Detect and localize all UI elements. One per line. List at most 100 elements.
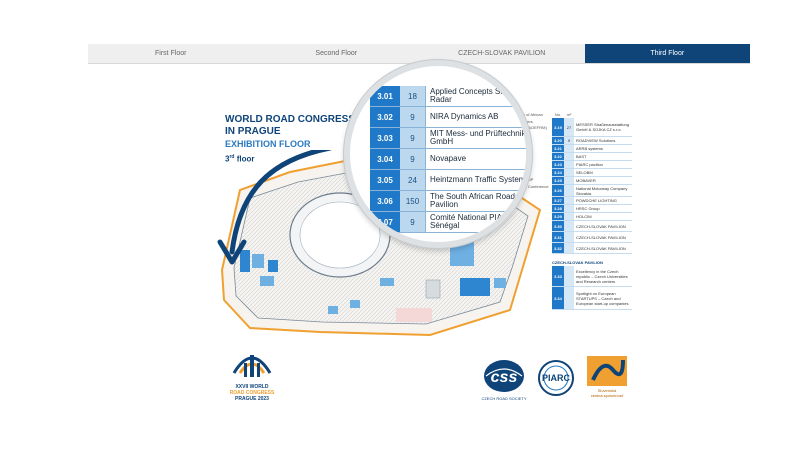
booth bbox=[494, 278, 506, 288]
booth-size: 9 bbox=[400, 128, 426, 148]
exhibitor-name: MOBAVER bbox=[576, 178, 596, 183]
booth-code: 3.06 bbox=[370, 191, 400, 211]
booth bbox=[260, 276, 274, 286]
piarc-wordmark: PIARC bbox=[541, 373, 570, 383]
exhibitor-name: Novapave bbox=[426, 149, 526, 169]
booth-size bbox=[564, 169, 574, 176]
exhibitor-name: Heintzmann Traffic Systems bbox=[426, 170, 526, 190]
booth-code: 3.20 bbox=[552, 137, 564, 144]
exhibitor-name: Spotlight on European STARTUPS – Czech a… bbox=[576, 290, 629, 306]
table-header: No. m² bbox=[552, 112, 632, 118]
exhibitor-name: Excellency in the Czech republic – Czech… bbox=[576, 268, 628, 284]
booth-code: 3.07 bbox=[370, 212, 400, 232]
exhibitor-name: Comité National PIARC Sénégal bbox=[426, 212, 526, 232]
booth bbox=[268, 260, 278, 272]
booth bbox=[350, 300, 360, 308]
booth-code: 3.32 bbox=[552, 243, 564, 253]
congress-title: WORLD ROAD CONGRESS IN PRAGUE bbox=[225, 114, 375, 138]
ssc-line-2: cestná spoločnosť bbox=[590, 393, 624, 398]
svg-text:css: css bbox=[491, 369, 518, 386]
booth-size: 18 bbox=[400, 86, 426, 106]
booth-size bbox=[564, 161, 574, 168]
partial-item: ration of African bbox=[515, 112, 543, 117]
table-row: 3.24 SELOBM bbox=[552, 169, 632, 177]
booth bbox=[460, 278, 490, 296]
wrc-line-3: PRAGUE 2023 bbox=[235, 396, 269, 402]
tab-third-floor[interactable]: Third Floor bbox=[584, 44, 750, 63]
booth-code: 3.23 bbox=[552, 161, 564, 168]
booth-size bbox=[564, 287, 574, 309]
booth-size bbox=[564, 213, 574, 220]
exhibitor-name: HOLCIM bbox=[576, 214, 592, 219]
exhibitor-name: BAST bbox=[576, 154, 587, 159]
exhibitor-name: The South African Roads Pavilion bbox=[426, 191, 526, 211]
booth bbox=[240, 250, 250, 272]
exhibitor-name: CZECH-SLOVAK PAVILION bbox=[576, 245, 626, 251]
css-caption: CZECH ROAD SOCIETY bbox=[481, 396, 527, 401]
tab-czech-slovak-pavilion[interactable]: CZECH-SLOVAK PAVILION bbox=[458, 50, 546, 57]
table-row: 3.32 CZECH-SLOVAK PAVILION bbox=[552, 243, 632, 254]
exhibitor-name: MIT Mess- und Prüftechnik GmbH bbox=[426, 128, 526, 148]
booth-code: 3.04 bbox=[370, 149, 400, 169]
arrow bbox=[229, 150, 332, 255]
col-no: No. bbox=[554, 112, 562, 117]
tab-second-floor[interactable]: Second Floor bbox=[315, 50, 358, 57]
exhibitor-name: PIARC pavilion bbox=[576, 162, 603, 167]
title-line-1: WORLD ROAD CONGRESS bbox=[225, 114, 355, 125]
booth-code: 3.01 bbox=[370, 86, 400, 106]
partial-item: ineers (AOEFRM) bbox=[515, 125, 547, 130]
floor-suffix: rd bbox=[229, 154, 235, 160]
partial-item: ational Conference bbox=[515, 183, 549, 189]
booth-size: 9 bbox=[564, 137, 574, 144]
exhibitor-name: NIRA Dynamics AB bbox=[426, 107, 526, 127]
booth-code: 3.25 bbox=[552, 177, 564, 184]
exhibitor-name: Applied Concepts Stalker Radar bbox=[426, 86, 526, 106]
booth-size bbox=[564, 205, 574, 212]
booth-code: 3.22 bbox=[552, 153, 564, 160]
table-row: 3.25 MOBAVER bbox=[552, 177, 632, 185]
tab-first-floor[interactable]: First Floor bbox=[155, 50, 187, 57]
booth-size bbox=[564, 266, 574, 286]
floor-tabs: First Floor Second Floor CZECH-SLOVAK PA… bbox=[88, 44, 750, 64]
floor-label: 3rd floor bbox=[225, 154, 254, 164]
exhibitor-name: CZECH-SLOVAK PAVILION bbox=[576, 223, 626, 229]
booth-code: 3.02 bbox=[370, 107, 400, 127]
booth-code: 3.30 bbox=[552, 221, 564, 231]
pink-zone bbox=[396, 308, 432, 322]
table-row: 3.21 ARRB systems bbox=[552, 145, 632, 153]
booth-code: 3.03 bbox=[370, 128, 400, 148]
exhibitor-name: ARRB systems bbox=[576, 146, 603, 151]
booth-code: 3.05 bbox=[370, 170, 400, 190]
floor-word: floor bbox=[236, 154, 255, 164]
booth-code: 3.34 bbox=[552, 287, 564, 309]
ssc-caption: Slovenská cestná spoločnosť bbox=[583, 388, 631, 398]
booth-code: 3.24 bbox=[552, 169, 564, 176]
exhibitor-name: MESSER Straßenausstattung GmbH & SOJKA C… bbox=[576, 122, 629, 132]
booth-code: 3.19 bbox=[552, 118, 564, 136]
pavilion-section-title: CZECH-SLOVAK PAVILION bbox=[552, 260, 603, 265]
exhibitor-name: SELOBM bbox=[576, 170, 593, 175]
booth-code: 3.21 bbox=[552, 145, 564, 152]
booth-size bbox=[564, 145, 574, 152]
slovak-road-society-logo bbox=[587, 356, 627, 386]
table-row: 3.22 BAST bbox=[552, 153, 632, 161]
title-line-2: IN PRAGUE bbox=[225, 126, 281, 137]
booth-size bbox=[564, 153, 574, 160]
booth-size bbox=[564, 243, 574, 253]
booth-size bbox=[564, 232, 574, 242]
booth-size: 9 bbox=[400, 107, 426, 127]
table-row: 3.34 Spotlight on European STARTUPS – Cze… bbox=[552, 287, 632, 310]
booth-size: 9 bbox=[400, 212, 426, 232]
